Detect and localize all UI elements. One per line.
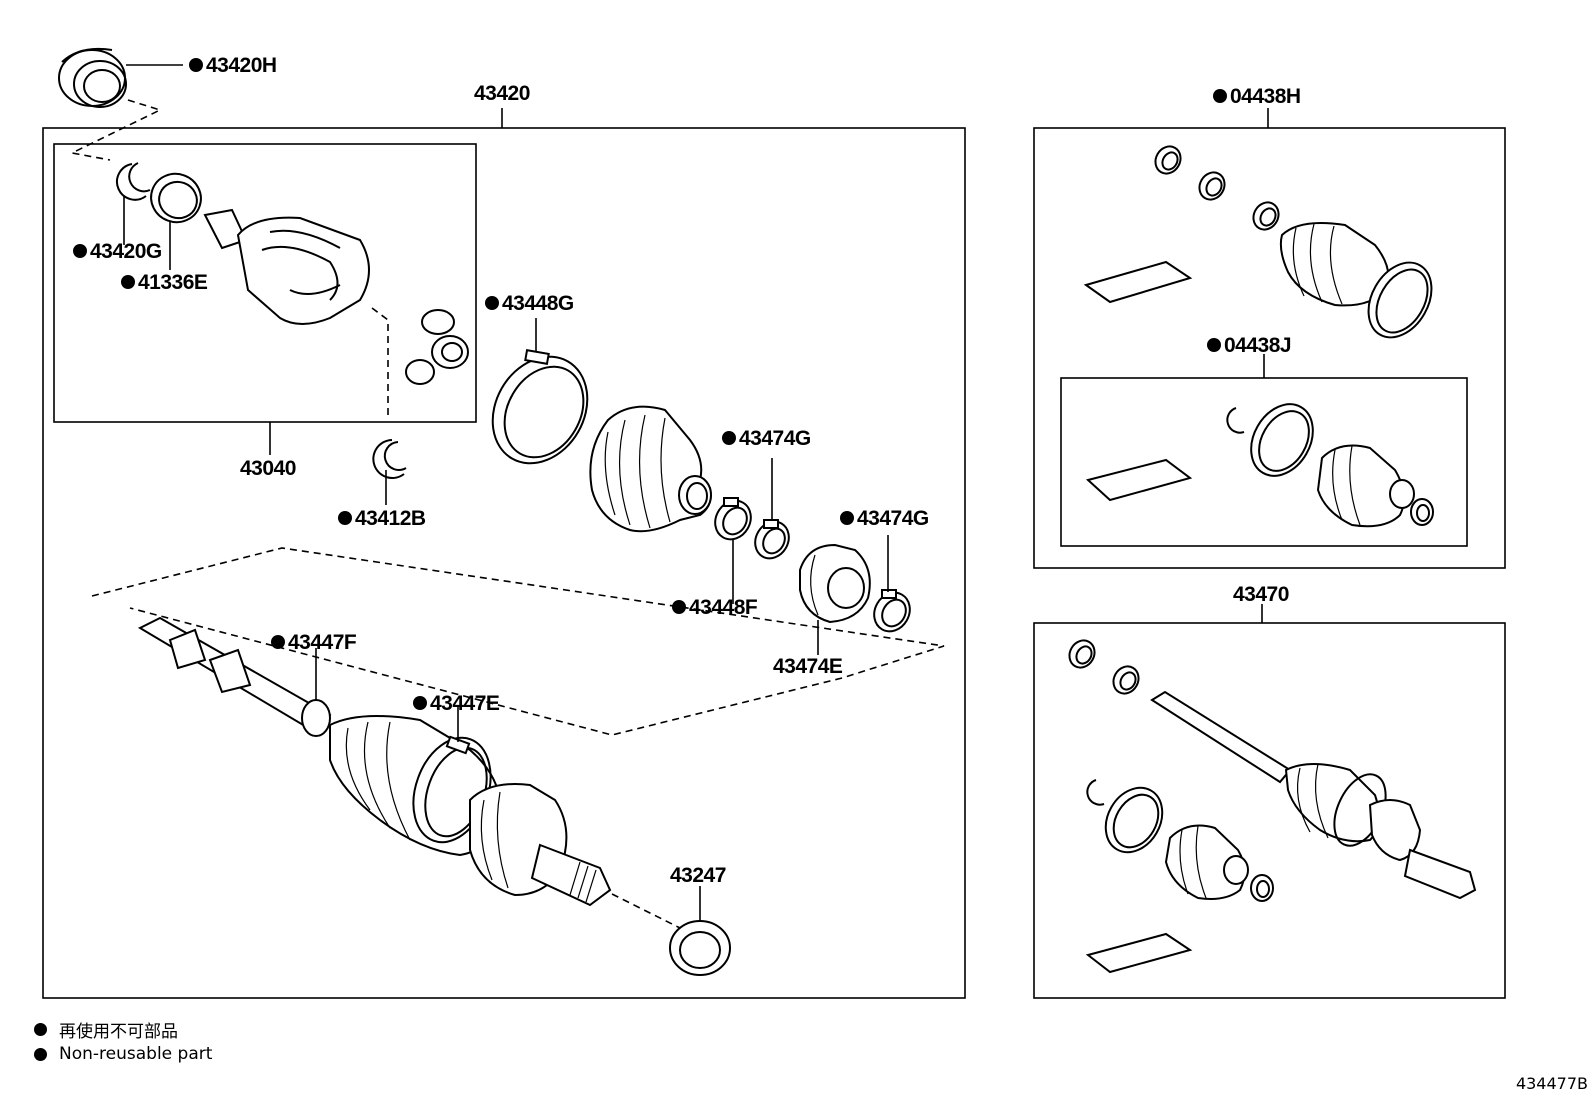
seal-43420H-drawing — [58, 47, 183, 108]
label-43470: 43470 — [1233, 583, 1289, 606]
legend-english: Non-reusable part — [34, 1044, 212, 1064]
label-43448G: 43448G — [485, 292, 574, 315]
legend-japanese-text: 再使用不可部品 — [59, 1022, 178, 1042]
boot-kit-04438J-drawing — [1085, 403, 1434, 528]
label-43447F: 43447F — [271, 631, 357, 654]
label-04438H-text: 04438H — [1230, 85, 1301, 108]
frame-43470 — [1033, 622, 1506, 999]
label-43420: 43420 — [474, 82, 530, 105]
label-43448F: 43448F — [672, 596, 758, 619]
clamp-43474G-b-drawing — [873, 535, 911, 633]
label-43420G: 43420G — [73, 240, 162, 263]
label-04438J: 04438J — [1207, 334, 1292, 357]
diagram-code: 434477B — [1515, 1074, 1588, 1093]
tripod-drawing — [405, 309, 469, 385]
label-43420H: 43420H — [189, 54, 277, 77]
label-43474G-b: 43474G — [840, 507, 929, 530]
legend-bullet-icon — [34, 1047, 47, 1061]
label-43412B-text: 43412B — [355, 507, 426, 530]
label-41336E-text: 41336E — [138, 271, 208, 294]
label-43474E: 43474E — [773, 655, 843, 678]
legend-bullet-icon — [34, 1023, 47, 1036]
label-43420H-text: 43420H — [206, 54, 277, 77]
label-43447E-text: 43447E — [430, 692, 500, 715]
snap-ring-43412B-drawing — [372, 439, 407, 505]
snap-ring-43420G-drawing — [116, 162, 151, 245]
inner-boot-drawing — [589, 405, 712, 533]
label-43447E: 43447E — [413, 692, 500, 715]
frame-43040 — [53, 143, 477, 423]
ring-41336E-drawing — [150, 172, 202, 270]
label-43474G-a: 43474G — [722, 427, 811, 450]
label-43412B: 43412B — [338, 507, 426, 530]
clamp-43474G-a-drawing — [754, 458, 790, 560]
frame-43420 — [42, 127, 966, 999]
frame-04438H — [1033, 127, 1506, 569]
label-43448F-text: 43448F — [689, 596, 758, 619]
label-41336E: 41336E — [121, 271, 208, 294]
label-04438H: 04438H — [1213, 85, 1301, 108]
label-43420G-text: 43420G — [90, 240, 162, 263]
clamp-43448G-drawing — [491, 318, 589, 465]
shaft-assembly-drawing — [137, 616, 612, 907]
damper-43474E-drawing — [799, 543, 871, 655]
outer-race-drawing — [203, 208, 370, 325]
label-04438J-text: 04438J — [1224, 334, 1291, 357]
legend-english-text: Non-reusable part — [59, 1044, 213, 1064]
assembly-43470-drawing — [1068, 639, 1477, 974]
seal-43247-drawing — [669, 886, 731, 976]
clamp-43448F-drawing — [714, 497, 752, 604]
label-43447F-text: 43447F — [288, 631, 357, 654]
boot-kit-04438H-drawing — [1083, 145, 1433, 339]
label-43448G-text: 43448G — [502, 292, 574, 315]
label-43040: 43040 — [240, 457, 296, 480]
label-43247: 43247 — [670, 864, 726, 887]
label-43474G-b-text: 43474G — [857, 507, 929, 530]
label-43474G-a-text: 43474G — [739, 427, 811, 450]
legend-japanese: 再使用不可部品 — [34, 1017, 178, 1042]
